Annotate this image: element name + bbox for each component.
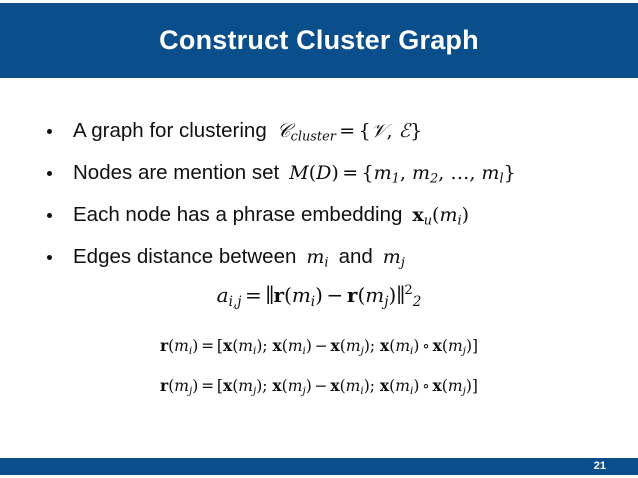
slide-body: A graph for clustering 𝒞cluster={𝒱, ℰ} N…	[0, 78, 638, 458]
bullet-math-3: xu(mi)	[412, 204, 470, 229]
bullet-text-4b: and	[338, 245, 373, 268]
bullet-math-1: 𝒞cluster={𝒱, ℰ}	[276, 120, 423, 145]
bullet-math-4b: mj	[382, 246, 405, 271]
bullet-math-4a: mi	[306, 246, 329, 271]
equation-edge-weight: ai,j=∥r(mi)−r(mj)∥22	[216, 282, 422, 310]
equation-representation-j: r(mj)=[x(mj); x(mj)−x(mi); x(mi)∘x(mj)]	[160, 376, 478, 397]
bullet-math-2: M(D)={m1, m2, …, ml}	[289, 162, 516, 187]
bullet-text-3: Each node has a phrase embedding	[73, 203, 403, 226]
list-item: Edges distance between mi and mj	[0, 236, 638, 278]
bullet-dot-icon	[47, 129, 52, 134]
bullet-dot-icon	[47, 171, 52, 176]
bullet-dot-icon	[47, 255, 52, 260]
bullet-dot-icon	[47, 213, 52, 218]
bullet-text-1: A graph for clustering	[73, 119, 267, 142]
page-title: Construct Cluster Graph	[159, 25, 479, 55]
footer-band	[0, 458, 638, 475]
title-band: Construct Cluster Graph	[0, 3, 638, 78]
list-item: Each node has a phrase embedding xu(mi)	[0, 194, 638, 236]
list-item: A graph for clustering 𝒞cluster={𝒱, ℰ}	[0, 110, 638, 152]
bullet-text-2: Nodes are mention set	[73, 161, 280, 184]
bullet-list: A graph for clustering 𝒞cluster={𝒱, ℰ} N…	[0, 110, 638, 278]
equation-representation-i: r(mi)=[x(mi); x(mi)−x(mj); x(mi)∘x(mj)]	[159, 336, 479, 357]
bullet-text-4a: Edges distance between	[73, 245, 297, 268]
list-item: Nodes are mention set M(D)={m1, m2, …, m…	[0, 152, 638, 194]
page-number: 21	[593, 460, 606, 472]
